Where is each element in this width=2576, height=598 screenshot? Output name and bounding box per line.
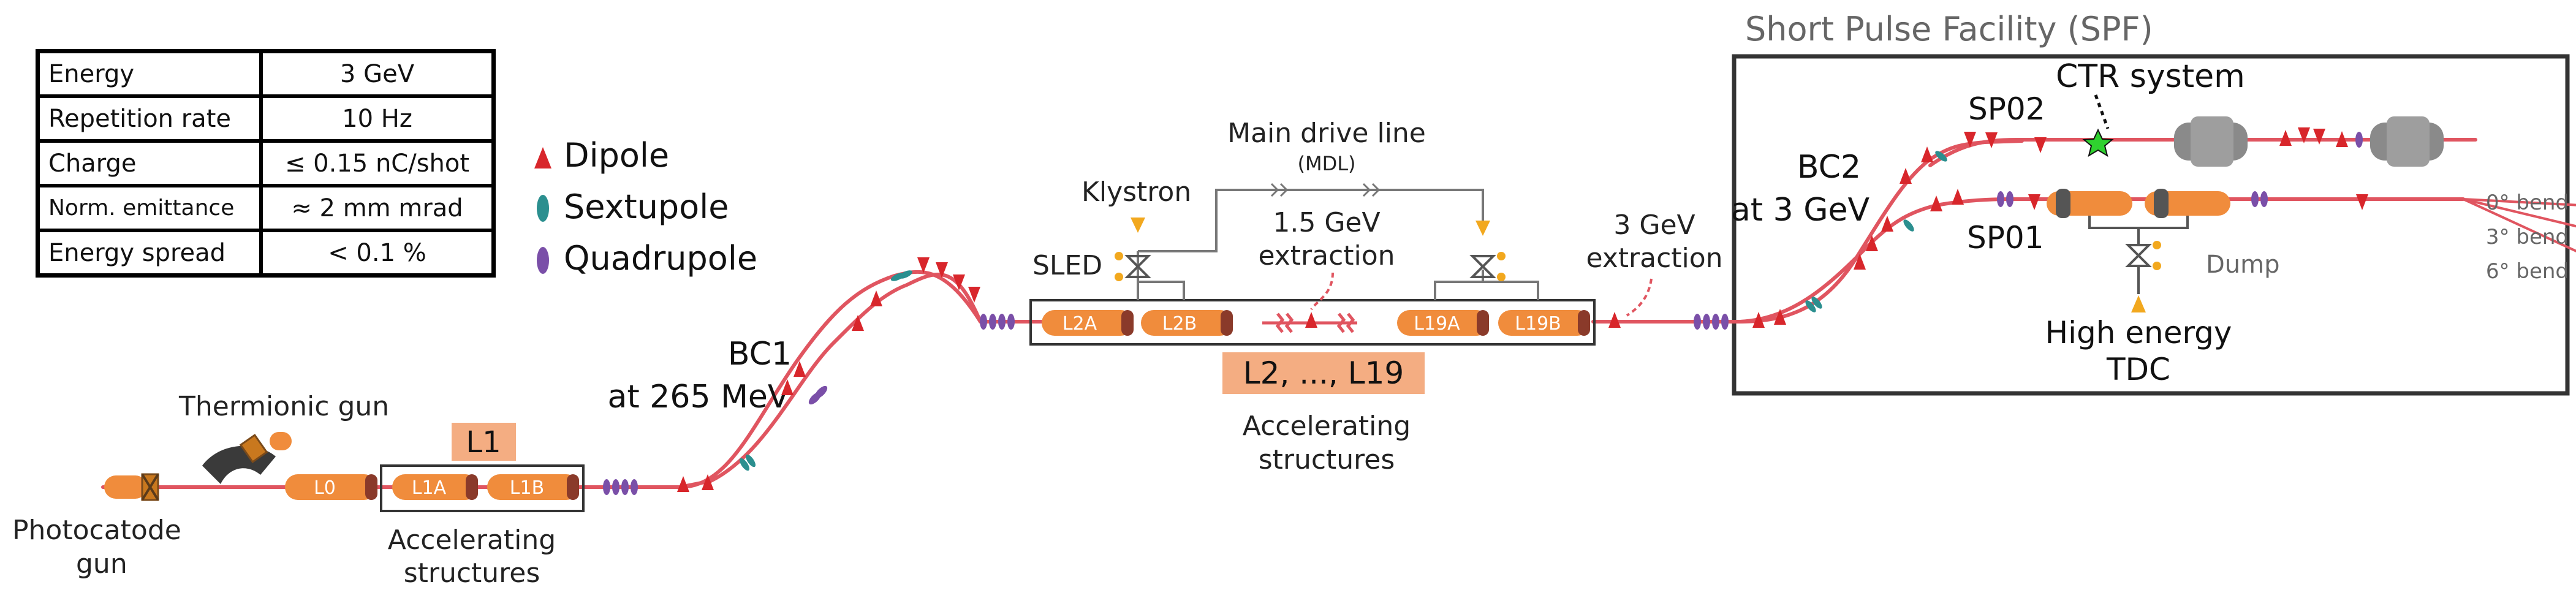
structure-l1b: L1B	[487, 474, 579, 500]
bend-0-label: 0° bend	[2486, 191, 2569, 215]
magnet-markers	[603, 127, 2368, 495]
param-label: Energy spread	[36, 229, 263, 278]
table-row: Repetition rate 10 Hz	[36, 94, 496, 143]
parameters-table: Energy 3 GeV Repetition rate 10 Hz Charg…	[36, 49, 496, 278]
photocathode-label-2: gun	[76, 548, 127, 580]
l1-label-bg	[452, 423, 516, 461]
param-label: Energy	[36, 49, 263, 98]
acc-l1-label-1: Accelerating	[388, 524, 556, 556]
table-row: Energy spread < 0.1 %	[36, 229, 496, 278]
hetdc-label-2: TDC	[2106, 352, 2170, 387]
bc2-label-2: at 3 GeV	[1731, 192, 1870, 229]
photocathode-gun	[104, 473, 159, 501]
spf-undulators	[2174, 116, 2444, 167]
sled-label: SLED	[1032, 250, 1102, 281]
ctr-label: CTR system	[2056, 58, 2245, 95]
structure-label: L0	[314, 477, 336, 499]
extraction-15-label-1: 1.5 GeV	[1273, 207, 1380, 238]
tdc-klystron	[2131, 295, 2146, 312]
main-drive-line-label: Main drive line	[1227, 118, 1426, 149]
structure-label: L19A	[1414, 313, 1460, 335]
param-value: 10 Hz	[259, 94, 496, 143]
acc-l1-label-2: structures	[404, 558, 540, 589]
photocathode-label-1: Photocatode	[12, 515, 181, 546]
extraction-15-label-2: extraction	[1258, 240, 1395, 271]
structure-label: L1B	[510, 477, 544, 499]
sled-right	[1469, 221, 1506, 281]
linac-range-label: L2, ..., L19	[1243, 355, 1404, 391]
table-row: Charge ≤ 0.15 nC/shot	[36, 139, 496, 187]
param-value: ≤ 0.15 nC/shot	[259, 139, 496, 187]
dump-label: Dump	[2206, 251, 2280, 279]
param-label: Norm. emittance	[36, 184, 263, 232]
mdl-label: (MDL)	[1297, 152, 1355, 175]
acc-linac-label-2: structures	[1259, 444, 1395, 475]
ctr-star	[2082, 128, 2114, 157]
l1-box	[380, 464, 585, 512]
linac-box	[1029, 299, 1596, 346]
thermionic-gun-label: Thermionic gun	[178, 391, 389, 422]
bc2-label-1: BC2	[1797, 149, 1861, 186]
structure-label: L1A	[412, 477, 447, 499]
extraction-3-arrow	[1626, 278, 1653, 317]
structure-l1a: L1A	[392, 474, 478, 500]
dipole-legend-icon	[534, 147, 551, 168]
structure-l0: L0	[285, 474, 377, 500]
thermionic-gun	[202, 432, 292, 484]
structure-label: L2B	[1162, 313, 1197, 335]
extraction-3-label-1: 3 GeV	[1613, 210, 1695, 241]
param-value: ≈ 2 mm mrad	[259, 184, 496, 232]
klystron-label: Klystron	[1082, 176, 1191, 208]
bend-3-label: 3° bend	[2486, 225, 2569, 249]
param-label: Charge	[36, 139, 263, 187]
sp01-label: SP01	[1967, 220, 2044, 255]
structure-label: L19B	[1515, 313, 1561, 335]
param-value: 3 GeV	[259, 49, 496, 98]
param-value: < 0.1 %	[259, 229, 496, 278]
structure-l19a: L19A	[1397, 310, 1489, 336]
structure-l19b: L19B	[1498, 310, 1590, 336]
table-row: Energy 3 GeV	[36, 49, 496, 98]
sled-left	[1115, 218, 1151, 281]
structure-l2a: L2A	[1042, 310, 1134, 336]
spf-title: Short Pulse Facility (SPF)	[1745, 10, 2153, 48]
sp02-label: SP02	[1968, 91, 2045, 127]
legend-dipole: Dipole	[564, 136, 669, 175]
bend-6-label: 6° bend	[2486, 259, 2569, 284]
hetdc-label-1: High energy	[2045, 315, 2232, 350]
sextupole-legend-icon	[537, 195, 549, 222]
ctr-pointer	[2094, 94, 2110, 129]
acc-linac-label-1: Accelerating	[1243, 411, 1411, 442]
structure-label: L2A	[1063, 313, 1097, 335]
extraction-15-arrow	[1310, 272, 1334, 311]
linac-range-bg	[1222, 352, 1425, 394]
legend-quadrupole: Quadrupole	[564, 239, 757, 278]
legend-sextupole: Sextupole	[564, 187, 729, 226]
bc1-label-1: BC1	[728, 336, 792, 373]
bc1-label-2: at 265 MeV	[608, 379, 790, 415]
param-label: Repetition rate	[36, 94, 263, 143]
quadrupole-legend-icon	[537, 247, 549, 274]
l1-label: L1	[466, 425, 501, 460]
structure-l2b: L2B	[1141, 310, 1233, 336]
tdc-structures	[2047, 189, 2230, 218]
tdc-feed	[2088, 216, 2189, 294]
extraction-3-label-2: extraction	[1586, 243, 1722, 274]
table-row: Norm. emittance ≈ 2 mm mrad	[36, 184, 496, 232]
